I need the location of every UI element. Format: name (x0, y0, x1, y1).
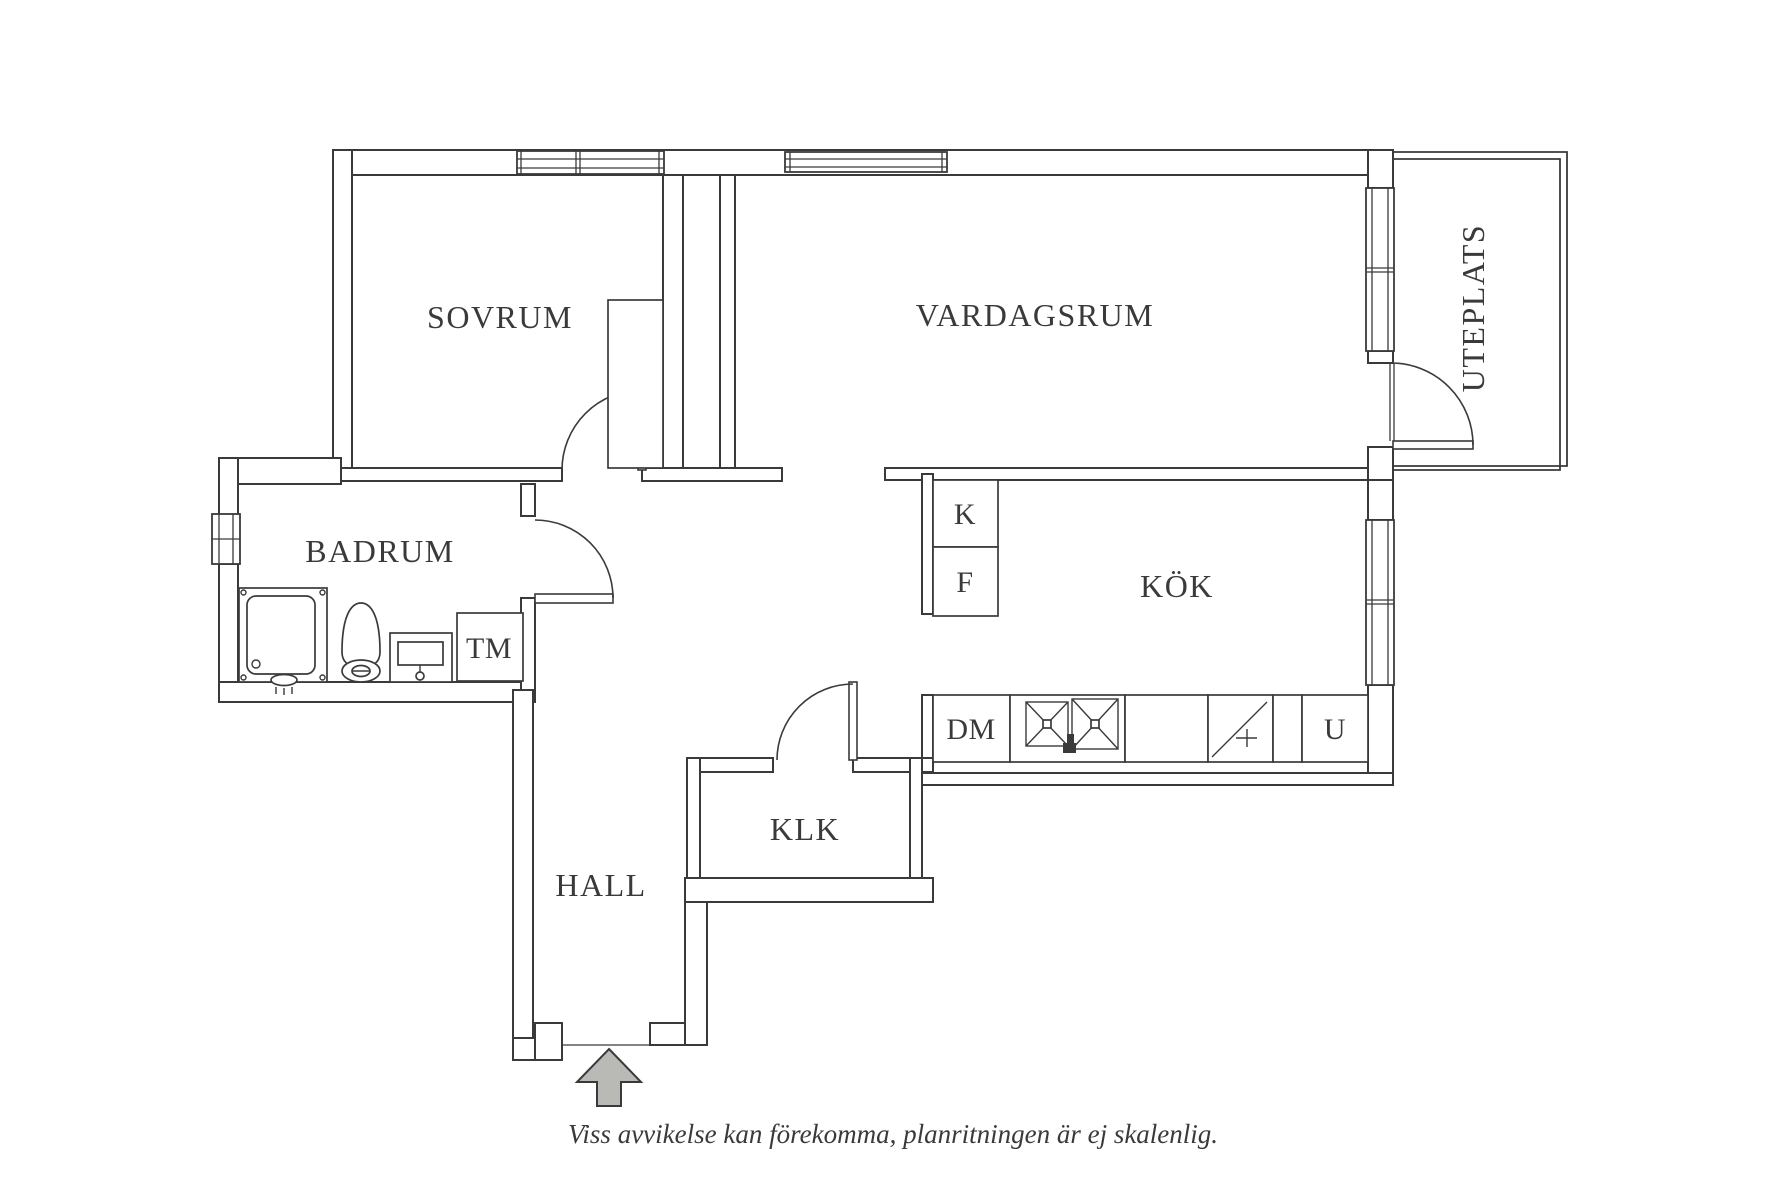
wall-segment (662, 174, 684, 469)
kitchen-counter (932, 694, 1369, 763)
dishwasher-cabinet (932, 694, 1011, 763)
fridge-cabinet (932, 479, 999, 617)
oven-cabinet (1301, 694, 1369, 763)
label-freezer: F (956, 566, 973, 599)
room-label-vardagsrum: VARDAGSRUM (916, 297, 1154, 333)
label-dishwasher: DM (946, 713, 995, 746)
entrance-arrow-icon (574, 1047, 644, 1107)
room-label-uteplats: UTEPLATS (1455, 224, 1491, 392)
wall-segment (520, 483, 536, 517)
uteplats-outer-edge (1393, 151, 1568, 467)
room-label-hall: HALL (555, 867, 646, 903)
wall-segment (884, 467, 1369, 481)
counter-cabinet (1272, 694, 1303, 763)
badrum-door-icon (534, 519, 614, 604)
badrum-window-icon (211, 513, 241, 565)
klk-door-icon (776, 681, 858, 761)
stove-icon (1211, 701, 1268, 758)
faucet-icon (1067, 734, 1074, 743)
uteplats-inner-edge (1393, 158, 1561, 471)
label-washing-machine: TM (466, 632, 512, 665)
shower-icon (238, 587, 328, 695)
room-label-kok: KÖK (1140, 568, 1214, 604)
vardagsrum-top-window-icon (784, 151, 948, 173)
wall-segment (1367, 446, 1394, 481)
wall-segment (719, 174, 736, 469)
wall-segment (218, 457, 239, 517)
wall-segment (1367, 350, 1394, 364)
wall-segment (340, 467, 563, 482)
counter-cabinet (1124, 694, 1209, 763)
uteplats-door-icon (1389, 362, 1474, 450)
shower-head-icon (270, 673, 298, 687)
washing-machine-box (456, 612, 524, 682)
bathroom-sink-icon (389, 632, 453, 683)
room-label-sovrum: SOVRUM (427, 299, 573, 335)
wall-segment (921, 772, 1394, 786)
vardagsrum-side-window-icon (1365, 187, 1395, 352)
wall-segment (1367, 149, 1394, 189)
disclaimer-text: Viss avvikelse kan förekomma, planritnin… (568, 1119, 1218, 1149)
uteplats-outline (1393, 151, 1568, 471)
drain-icon (251, 659, 261, 669)
wall-segment (684, 877, 934, 903)
wall-segment (1367, 684, 1394, 786)
wall-segment (218, 681, 534, 703)
sovrum-window-icon (516, 150, 665, 175)
room-label-badrum: BADRUM (305, 533, 454, 569)
wall-segment (512, 689, 534, 1061)
kok-window-icon (1365, 519, 1395, 686)
wall-segment (1367, 479, 1394, 521)
double-sink-icon (1025, 698, 1119, 753)
walls (218, 149, 1394, 1061)
wall-segment (684, 901, 708, 1046)
room-label-klk: KLK (770, 811, 840, 847)
wall-segment (921, 694, 934, 763)
toilet-icon (341, 602, 381, 683)
wardrobe-icon (607, 299, 664, 469)
wall-segment (218, 457, 342, 485)
wall-segment (641, 467, 783, 482)
wall-segment (921, 473, 934, 615)
wall-segment (534, 1022, 563, 1061)
wall-segment (332, 149, 353, 471)
label-fridge: K (954, 498, 976, 531)
label-oven: U (1324, 713, 1346, 746)
